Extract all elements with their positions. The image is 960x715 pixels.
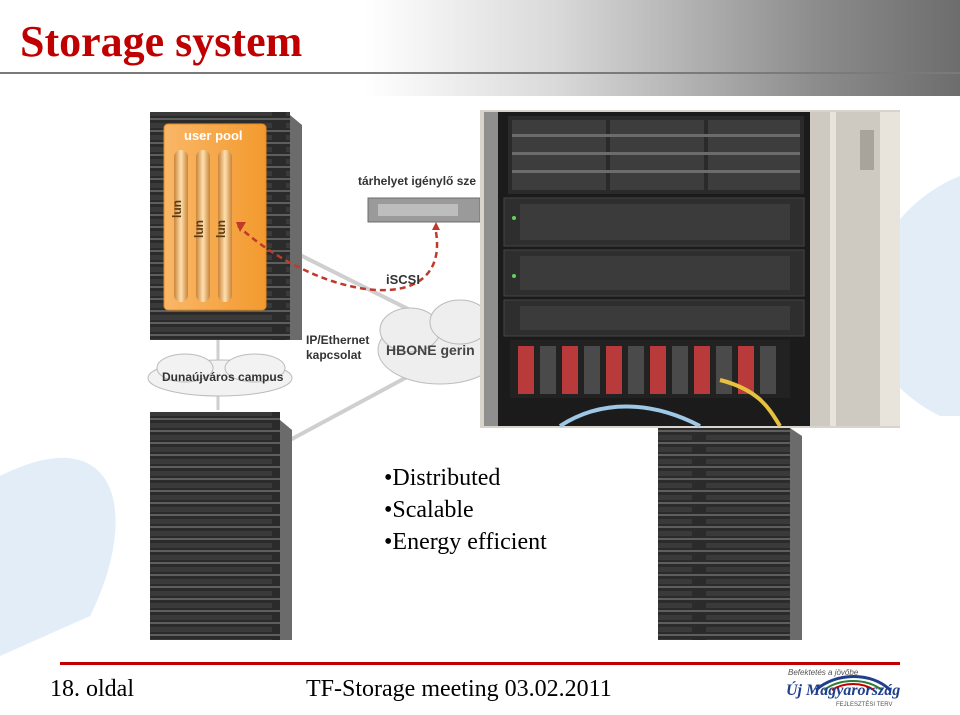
footer-rule [60, 662, 900, 665]
requester-server [367, 197, 481, 223]
slide-title: Storage system [20, 17, 303, 66]
lun-cylinder [196, 150, 210, 302]
logo-name: Új Magyarország [786, 682, 901, 699]
lun-label: lun [214, 220, 228, 238]
bullet-item: •Scalable [384, 497, 474, 523]
footer-title: TF-Storage meeting 03.02.2011 [306, 676, 612, 702]
logo-tagline: Befektetés a jövőbe [788, 668, 859, 677]
lun-label: lun [192, 220, 206, 238]
bullet-item: •Energy efficient [384, 529, 547, 555]
storage-rack-bottom-right [658, 428, 802, 640]
user-pool-box [163, 123, 267, 311]
ip-ethernet-label: IP/Ethernet [306, 333, 370, 347]
lun-label: lun [170, 200, 184, 218]
bullet-list: •Distributed •Scalable •Energy efficient [384, 462, 547, 558]
lun-cylinder [174, 150, 188, 302]
ip-ethernet-label-2: kapcsolat [306, 348, 362, 362]
iscsi-arrow [237, 225, 439, 292]
link-line [289, 368, 421, 442]
lun-cylinder [218, 150, 232, 302]
page-number: 18. oldal [50, 676, 134, 702]
uj-magyarorszag-logo [814, 675, 892, 692]
storage-rack-bottom-left [150, 412, 292, 640]
campus-cloud [147, 353, 293, 397]
header-rule [0, 72, 960, 74]
logo-sub: FEJLESZTÉSI TERV [836, 702, 893, 708]
bullet-item: •Distributed [384, 465, 501, 491]
campus-label: Dunaújváros campus [162, 370, 284, 384]
hbone-cloud [377, 299, 503, 385]
server-rack-photo [480, 110, 900, 428]
header-band [0, 0, 960, 96]
requester-label: tárhelyet igénylő sze [358, 174, 477, 188]
iscsi-label: iSCSI [386, 272, 420, 287]
hbone-label: HBONE gerin [386, 342, 475, 358]
user-pool-label: user pool [184, 128, 243, 143]
